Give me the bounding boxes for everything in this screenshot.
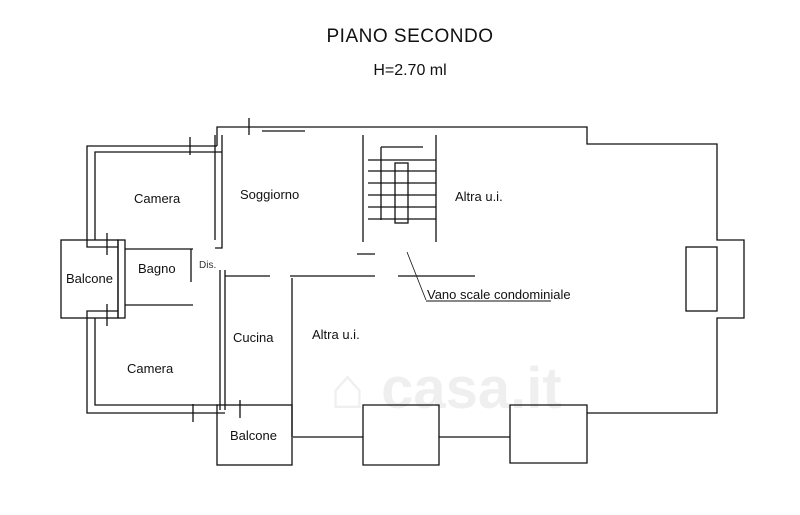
room-camera-bottom: Camera bbox=[127, 361, 174, 376]
camera-top-inner-wall bbox=[94, 151, 222, 240]
bump-top bbox=[362, 404, 440, 437]
room-balcone-left: Balcone bbox=[66, 271, 113, 286]
plan-title: PIANO SECONDO bbox=[326, 26, 494, 47]
ceiling-height: H=2.70 ml bbox=[373, 62, 447, 79]
outer-wall bbox=[216, 126, 745, 464]
right-balcony bbox=[685, 246, 718, 312]
stair-core bbox=[394, 162, 409, 224]
outer-wall-bottom bbox=[293, 436, 510, 466]
room-dis: Dis. bbox=[199, 260, 217, 271]
stair-steps bbox=[368, 159, 436, 220]
room-bagno: Bagno bbox=[138, 261, 176, 276]
label-vano-scale: Vano scale condominiale bbox=[427, 287, 571, 302]
balcone-window bbox=[117, 239, 126, 319]
room-balcone-bottom: Balcone bbox=[230, 428, 277, 443]
room-camera-top: Camera bbox=[134, 191, 181, 206]
camera-bottom-inner-wall bbox=[94, 318, 218, 406]
room-altra-top: Altra u.i. bbox=[455, 189, 503, 204]
leader-line bbox=[406, 251, 427, 301]
camera-top-walls bbox=[86, 145, 217, 248]
room-soggiorno: Soggiorno bbox=[240, 187, 300, 202]
camera-bottom-walls bbox=[86, 310, 225, 414]
soggiorno-left-wall bbox=[215, 135, 223, 249]
room-cucina: Cucina bbox=[233, 330, 274, 345]
watermark-logo: ⌂ casa.it bbox=[330, 356, 562, 421]
room-altra-bottom: Altra u.i. bbox=[312, 327, 360, 342]
